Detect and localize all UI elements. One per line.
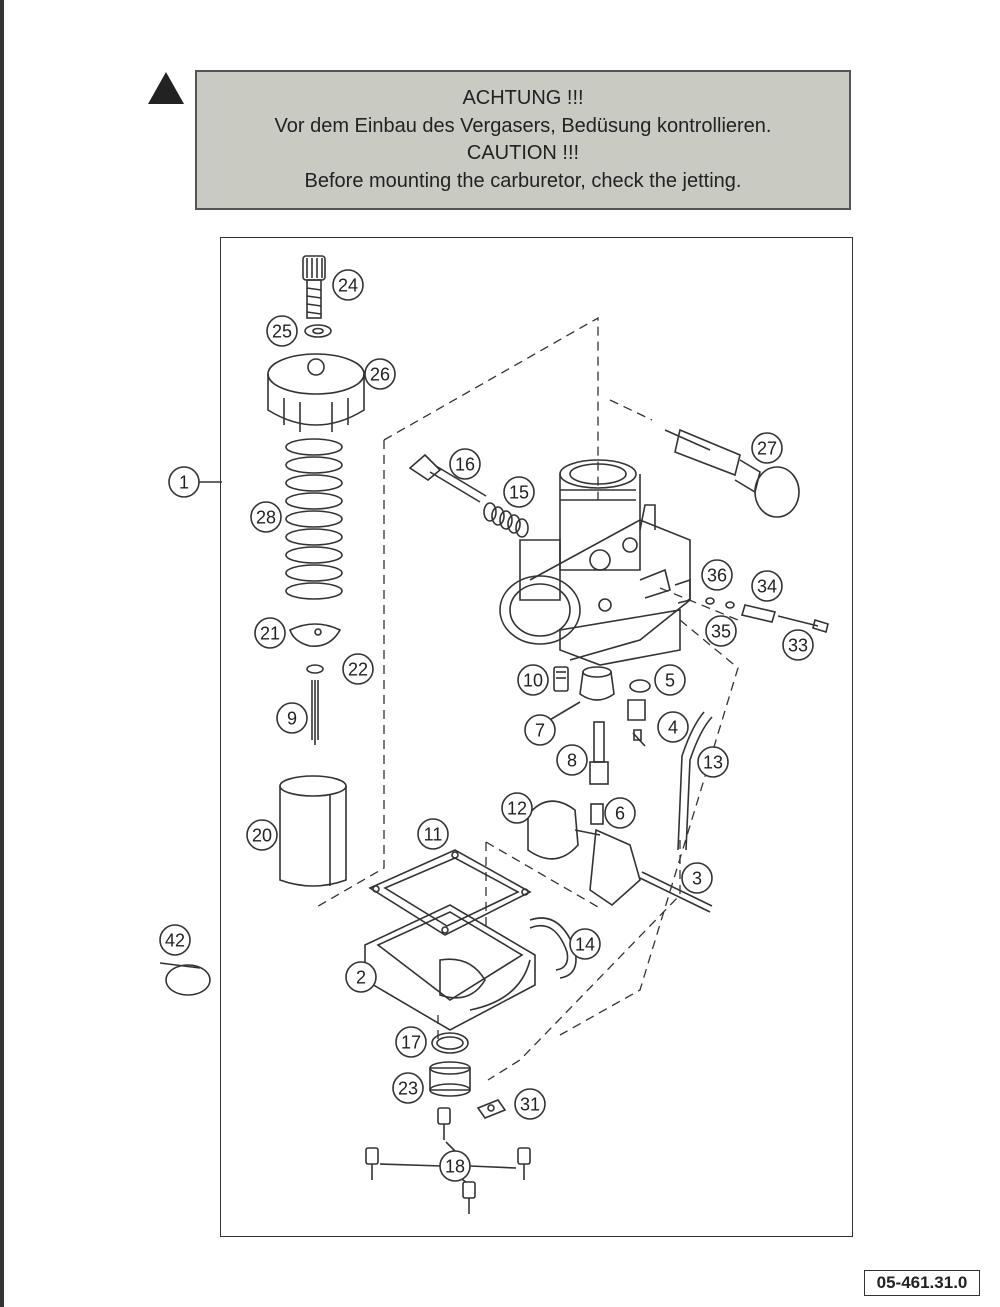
callout-label: 12 [507, 799, 527, 819]
callout-7: 7 [524, 714, 556, 746]
callout-label: 34 [757, 577, 777, 597]
callout-21: 21 [254, 617, 286, 649]
callout-14: 14 [569, 928, 601, 960]
callout-33: 33 [782, 629, 814, 661]
page-border-line [0, 0, 4, 1307]
callout-3: 3 [681, 862, 713, 894]
callout-label: 28 [256, 508, 276, 528]
callout-label: 16 [455, 455, 475, 475]
caution-box: ACHTUNG !!! Vor dem Einbau des Vergasers… [195, 70, 851, 210]
callout-label: 17 [401, 1033, 421, 1053]
callout-label: 22 [348, 660, 368, 680]
part-number-label: 05-461.31.0 [864, 1270, 980, 1296]
callout-42: 42 [159, 924, 191, 956]
callout-label: 1 [179, 473, 189, 493]
callout-16: 16 [449, 448, 481, 480]
callout-label: 10 [523, 671, 543, 691]
callout-23: 23 [392, 1072, 424, 1104]
callout-5: 5 [654, 664, 686, 696]
caution-text-en: Before mounting the carburetor, check th… [304, 169, 742, 192]
callout-34: 34 [751, 570, 783, 602]
caution-text-de: Vor dem Einbau des Vergasers, Bedüsung k… [274, 114, 772, 137]
callout-26: 26 [364, 358, 396, 390]
callout-label: 42 [165, 931, 185, 951]
callout-label: 21 [260, 624, 280, 644]
callout-label: 15 [509, 483, 529, 503]
callout-label: 2 [356, 968, 366, 988]
callout-label: 26 [370, 365, 390, 385]
callout-label: 8 [567, 751, 577, 771]
callout-20: 20 [246, 819, 278, 851]
callout-2: 2 [345, 961, 377, 993]
callout-1: 1 [168, 466, 200, 498]
callout-label: 14 [575, 935, 595, 955]
callout-label: 5 [665, 671, 675, 691]
callout-31: 31 [514, 1088, 546, 1120]
callout-label: 27 [757, 439, 777, 459]
callout-label: 36 [707, 566, 727, 586]
caution-title-en: CAUTION !!! [466, 142, 580, 164]
callout-label: 35 [711, 622, 731, 642]
callout-label: 4 [668, 718, 678, 738]
warning-triangle-icon [148, 72, 184, 104]
callout-label: 31 [520, 1095, 540, 1115]
callout-label: 33 [788, 636, 808, 656]
callout-label: 6 [615, 804, 625, 824]
callout-11: 11 [417, 818, 449, 850]
callout-label: 7 [535, 721, 545, 741]
callout-9: 9 [276, 702, 308, 734]
callout-17: 17 [395, 1026, 427, 1058]
callout-label: 9 [287, 709, 297, 729]
callout-15: 15 [503, 476, 535, 508]
callout-label: 13 [703, 753, 723, 773]
callout-label: 25 [272, 322, 292, 342]
callout-28: 28 [250, 501, 282, 533]
callout-24: 24 [332, 269, 364, 301]
callout-35: 35 [705, 615, 737, 647]
callout-18: 18 [439, 1150, 471, 1182]
callout-36: 36 [701, 559, 733, 591]
caution-title-de: ACHTUNG !!! [462, 87, 584, 109]
callout-label: 23 [398, 1079, 418, 1099]
callout-label: 3 [692, 869, 702, 889]
callout-25: 25 [266, 315, 298, 347]
callout-10: 10 [517, 664, 549, 696]
callout-12: 12 [501, 792, 533, 824]
callout-22: 22 [342, 653, 374, 685]
callout-13: 13 [697, 746, 729, 778]
callout-label: 24 [338, 276, 358, 296]
callout-label: 18 [445, 1157, 465, 1177]
callout-label: 20 [252, 826, 272, 846]
callout-label: 11 [424, 825, 443, 845]
callout-6: 6 [604, 797, 636, 829]
diagram-frame [220, 237, 853, 1237]
callout-27: 27 [751, 432, 783, 464]
callout-4: 4 [657, 711, 689, 743]
callout-8: 8 [556, 744, 588, 776]
